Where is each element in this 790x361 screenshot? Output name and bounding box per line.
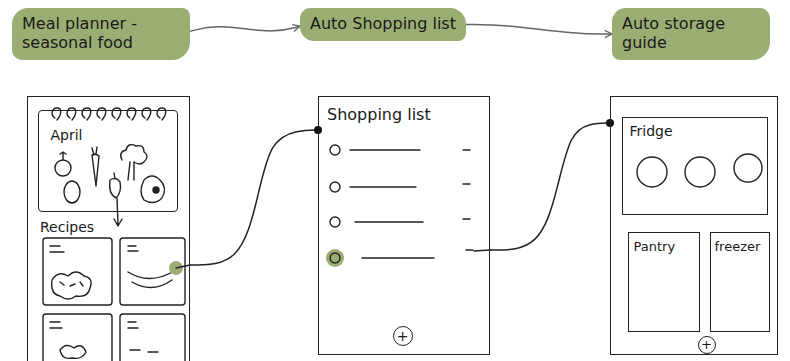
recipe-card xyxy=(43,314,112,361)
screen-heading: Recipes xyxy=(40,219,94,236)
storage-box: Pantry xyxy=(628,232,700,332)
add-button: + xyxy=(393,326,413,346)
screen-heading: Fridge xyxy=(630,123,673,140)
eggplant-icon xyxy=(141,176,165,203)
checkbox xyxy=(330,217,340,227)
calendar-card: April xyxy=(38,110,178,212)
recipe-card xyxy=(43,238,112,305)
button-symbol: + xyxy=(701,338,712,351)
onion-icon xyxy=(55,160,71,176)
link-stub xyxy=(474,250,490,251)
screen-heading: freezer xyxy=(715,239,761,255)
food-circle xyxy=(734,154,762,182)
phone-screen: Recipes April xyxy=(27,96,190,361)
dish-sketch xyxy=(60,345,86,358)
pointer-arrow xyxy=(114,198,122,226)
button-symbol: + xyxy=(397,329,409,343)
screen-heading: April xyxy=(51,127,83,144)
food-circle xyxy=(637,157,667,187)
checkbox xyxy=(330,145,340,155)
link-stub xyxy=(176,265,190,268)
step-text: Auto storage guide xyxy=(622,14,760,52)
step-text: Auto Shopping list xyxy=(310,14,456,33)
checkbox xyxy=(330,182,340,192)
step-label: Meal planner - seasonal food xyxy=(12,8,190,60)
screen-heading: Pantry xyxy=(634,239,676,255)
link-line xyxy=(490,123,610,250)
quantity-dashes xyxy=(463,150,473,250)
flow-arrow xyxy=(466,24,612,34)
step-label: Auto storage guide xyxy=(612,8,770,60)
link-line xyxy=(190,130,318,265)
dish-sketch xyxy=(52,272,91,299)
recipe-card xyxy=(120,238,185,305)
potato-icon xyxy=(64,181,80,203)
food-circle xyxy=(685,157,715,187)
phone-screen: FridgePantry freezer + xyxy=(610,96,778,355)
step-label: Auto Shopping list xyxy=(300,8,466,41)
phone-screen: Shopping list + xyxy=(318,96,490,355)
card-lines xyxy=(50,246,138,328)
onion-stem xyxy=(60,152,66,160)
step-text: Meal planner - seasonal food xyxy=(22,14,180,52)
screen-heading: Shopping list xyxy=(327,105,431,124)
pepper-icon xyxy=(110,173,121,198)
item-lines xyxy=(350,150,434,258)
checkbox xyxy=(330,253,340,263)
broccoli-icon xyxy=(121,145,147,180)
highlight-blob xyxy=(326,249,344,267)
recipe-card xyxy=(120,314,185,361)
flow-arrow xyxy=(190,26,300,31)
dish-sketch xyxy=(128,270,176,288)
eggplant-spot xyxy=(153,187,159,193)
dish-sketch xyxy=(130,350,158,352)
storage-box: Fridge xyxy=(622,117,768,215)
add-button: + xyxy=(698,336,716,354)
carrot-icon xyxy=(92,147,99,186)
storage-box: freezer xyxy=(710,232,770,332)
